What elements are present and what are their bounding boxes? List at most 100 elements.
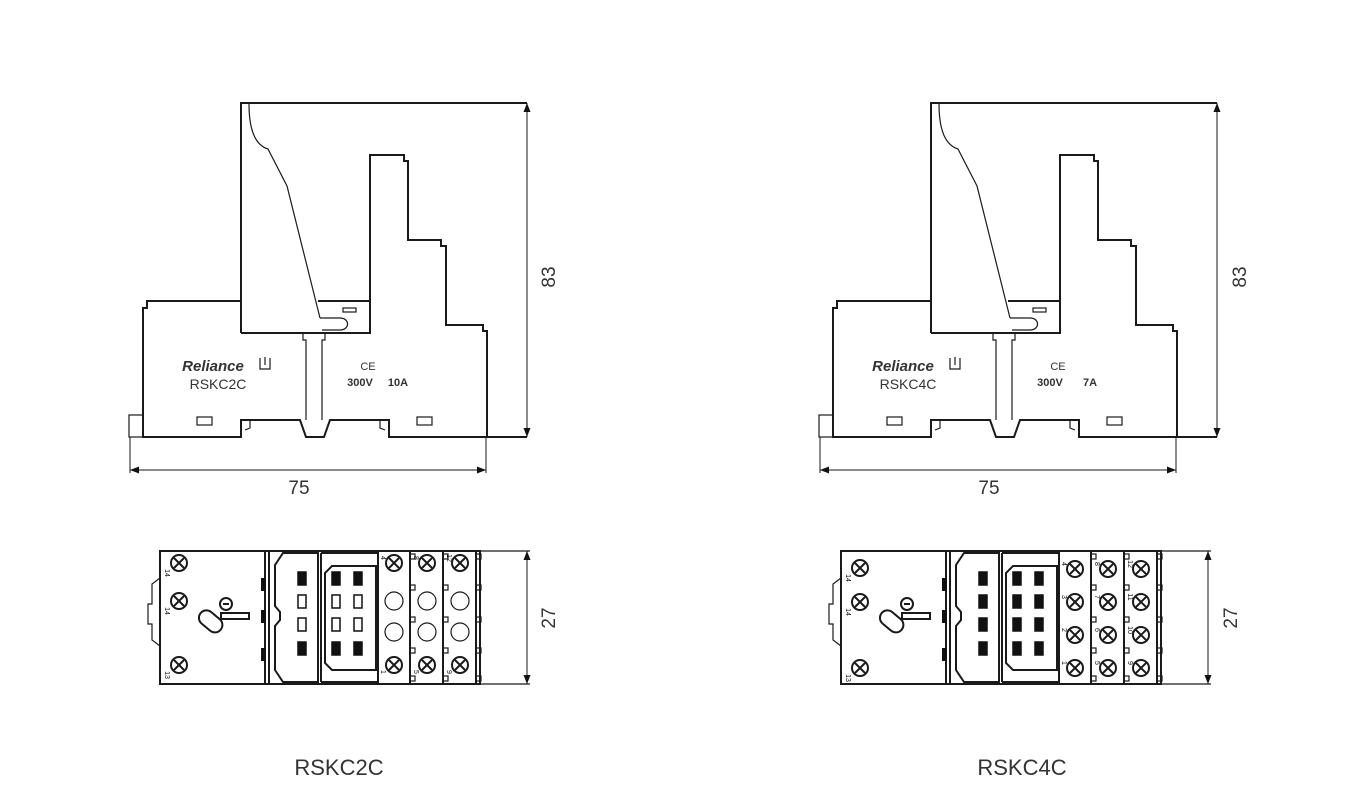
terminal-screw-icon (1099, 560, 1117, 578)
socket-pin (353, 571, 363, 586)
terminal-number: 11 (1126, 593, 1133, 600)
depth-dimension-label: 27 (539, 607, 560, 628)
terminal-notch (409, 616, 416, 623)
socket-pin (353, 617, 363, 632)
terminal-number: 14 (163, 569, 170, 577)
terminal-screw-icon (1066, 626, 1084, 644)
socket-base-outline (142, 300, 527, 438)
relay-body-outline (930, 102, 1217, 333)
terminal-hole (384, 622, 404, 642)
screw-cross (1069, 629, 1081, 641)
side-slot (416, 416, 433, 426)
screw-cross (1102, 629, 1114, 641)
brand-logo-text: Reliance (182, 358, 244, 375)
terminal-notch (442, 647, 449, 654)
screw-cross (173, 595, 185, 607)
depth-dimension-label: 27 (1221, 607, 1242, 628)
terminal-number: 10 (1126, 626, 1133, 634)
terminal-number: 5 (412, 670, 419, 674)
terminal-screw-icon (851, 659, 869, 677)
terminal-number: 13 (844, 674, 851, 682)
terminal-number: 9 (1126, 661, 1133, 665)
socket-stepped-outline (241, 154, 488, 437)
brand-logo-text: Reliance (872, 358, 934, 375)
socket-pin (331, 571, 341, 586)
screw-cross (454, 659, 466, 671)
socket-pin (1034, 594, 1044, 609)
terminal-notch (1123, 616, 1130, 623)
terminal-notch (409, 647, 416, 654)
screw-cross (1102, 596, 1114, 608)
socket-stepped-outline (931, 154, 1178, 437)
screw-cross (854, 662, 866, 674)
socket-pin (1034, 641, 1044, 656)
rail-clip-outline (147, 577, 161, 647)
terminal-screw-icon (418, 656, 436, 674)
dimension-arrow (523, 551, 531, 560)
terminal-notch (409, 675, 416, 682)
terminal-screw-icon (170, 656, 188, 674)
product-caption: RSKC4C (977, 755, 1066, 780)
extension-lines (1161, 550, 1211, 685)
socket-pin (1012, 594, 1022, 609)
terminal-notch (1156, 553, 1163, 560)
divider-notch (942, 610, 947, 623)
width-dimension-line (819, 437, 1177, 473)
screw-cross (1069, 596, 1081, 608)
width-dimension-label: 75 (978, 478, 999, 499)
terminal-number: 4 (1060, 562, 1067, 566)
socket-pin (353, 641, 363, 656)
retaining-clip-curve (248, 103, 321, 319)
terminal-number: 14 (844, 574, 851, 582)
terminal-screw-icon (1132, 560, 1150, 578)
terminal-hole (450, 622, 470, 642)
terminal-notch (475, 616, 482, 623)
screw-cross (854, 596, 866, 608)
height-dimension-label: 83 (539, 266, 560, 287)
clip-lever (1010, 317, 1039, 331)
screw-cross (1069, 563, 1081, 575)
socket-pin (331, 617, 341, 632)
lock-slot-icon (197, 609, 224, 634)
terminal-number: 12 (445, 554, 452, 562)
screw-cross (1102, 662, 1114, 674)
socket-pin (297, 641, 307, 656)
screw-cross (1135, 629, 1147, 641)
terminal-notch (1090, 616, 1097, 623)
screw-cross (1102, 563, 1114, 575)
terminal-number: 6 (1093, 628, 1100, 632)
terminal-hole (450, 591, 470, 611)
terminal-number: 3 (1060, 595, 1067, 599)
screw-cross (854, 562, 866, 574)
dimension-arrow (1167, 466, 1176, 474)
socket-pin (353, 594, 363, 609)
terminal-number: 8 (1093, 562, 1100, 566)
terminal-notch (1090, 584, 1097, 591)
product-caption: RSKC2C (294, 755, 383, 780)
terminal-screw-icon (851, 593, 869, 611)
terminal-notch (1156, 584, 1163, 591)
terminal-notch (1156, 616, 1163, 623)
socket-pin (331, 641, 341, 656)
terminal-number: 12 (1126, 560, 1133, 568)
ce-mark: CE (1050, 361, 1065, 373)
terminal-screw-icon (170, 554, 188, 572)
socket-pin (297, 571, 307, 586)
screw-cross (1135, 596, 1147, 608)
socket-pin (297, 617, 307, 632)
terminal-number: 2 (1060, 628, 1067, 632)
terminal-number: 1 (1060, 661, 1067, 665)
terminal-number: 9 (445, 670, 452, 674)
relay-body-outline (240, 102, 527, 333)
terminal-notch (1156, 647, 1163, 654)
terminal-screw-icon (1132, 626, 1150, 644)
terminal-notch (1156, 675, 1163, 682)
indicator-icon (219, 597, 233, 611)
socket-pin (978, 617, 988, 632)
divider-notch (261, 648, 266, 661)
terminal-screw-icon (1066, 560, 1084, 578)
terminal-screw-icon (385, 656, 403, 674)
terminal-number: 5 (1093, 661, 1100, 665)
indicator-icon (900, 597, 914, 611)
